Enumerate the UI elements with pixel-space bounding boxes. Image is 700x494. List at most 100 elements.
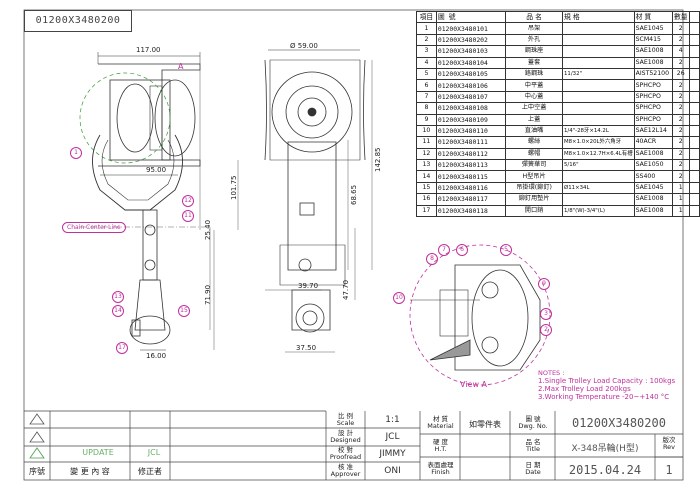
dim-37: 37.50: [296, 344, 317, 352]
bom-cell: SPHCPO: [633, 90, 673, 104]
bom-cell: 01200X3480104: [435, 56, 507, 69]
bom-cell: [561, 90, 635, 104]
bom-cell: SS400: [633, 170, 673, 183]
bom-cell: [688, 193, 700, 206]
bom-cell: 1/4"-28牙×14.2L: [561, 124, 635, 138]
dim-47: 47.70: [342, 279, 350, 300]
bom-cell: [688, 79, 700, 92]
bom-cell: SAE1008: [633, 204, 673, 218]
balloon-15: 15: [178, 305, 190, 317]
note-line-3: 3.Working Temperature -20~+140 °C: [538, 393, 670, 401]
bom-cell: 2: [671, 170, 690, 183]
bom-cell: 15: [416, 181, 437, 195]
bom-cell: 16: [416, 193, 437, 206]
rev-label-en: Rev: [662, 443, 676, 451]
approver-label-zh: 核 准: [337, 463, 354, 471]
balloon-7: 7: [438, 244, 450, 256]
dim-25: 25.40: [204, 219, 212, 240]
dim-101: 101.75: [230, 175, 238, 201]
rev-label-zh: 版次: [662, 436, 676, 444]
bom-cell: [688, 136, 700, 149]
bom-cell: 中心蓋: [505, 90, 563, 104]
bom-cell: Ø11×34L: [561, 181, 635, 195]
bom-cell: 4: [671, 45, 690, 58]
bom-cell: SAE1045: [633, 181, 673, 195]
bom-cell: [688, 102, 700, 115]
proofread-label-zh: 校 對: [337, 446, 354, 454]
bom-cell: 鋼珠座: [505, 45, 563, 58]
bom-cell: 40ACR: [633, 136, 673, 149]
bom-cell: [561, 170, 635, 183]
dim-68: 68.65: [350, 184, 358, 205]
bom-header-row: 項目 圖 號 品 名 規 格 材 質 數量: [416, 10, 700, 24]
proofread-label-en: Proofread: [329, 453, 362, 461]
bom-cell: 01200X3480116: [435, 181, 507, 195]
bom-cell: 01200X3480202: [435, 33, 507, 47]
bom-header-name: 品 名: [505, 10, 563, 24]
balloon-8: 8: [426, 253, 438, 265]
bom-cell: SAE1008: [633, 147, 673, 161]
bom-cell: 01200X3480115: [435, 170, 507, 183]
designed-value: JCL: [385, 432, 400, 442]
dim-142: 142.85: [374, 147, 382, 173]
bom-cell: 吊掛環(鉚釘): [505, 181, 563, 195]
proofread-value: JIMMY: [379, 449, 406, 459]
bom-cell: [561, 113, 635, 126]
approver-label-en: Approver: [330, 470, 361, 478]
bom-cell: 1: [671, 193, 690, 206]
bom-cell: [561, 102, 635, 115]
designed-label-en: Designed: [330, 436, 361, 444]
bom-cell: 1: [416, 22, 437, 35]
bom-cell: 4: [416, 56, 437, 69]
bom-cell: [688, 124, 700, 138]
revision-by: JCL: [147, 448, 161, 457]
bom-cell: 11: [416, 136, 437, 149]
bom-cell: SAE1008: [633, 193, 673, 206]
bom-cell: 9: [416, 113, 437, 126]
bom-cell: 3: [416, 45, 437, 58]
bom-cell: 8: [416, 102, 437, 115]
bom-header-material: 材 質: [633, 10, 673, 24]
balloon-2: 2: [540, 324, 552, 336]
bom-cell: 5/16": [561, 159, 635, 172]
bom-cell: [688, 33, 700, 47]
ht-label-zh: 硬 度: [432, 438, 449, 446]
bom-header-item: 項目: [416, 10, 437, 24]
bom-cell: SPHCPO: [633, 113, 673, 126]
bom-cell: 01200X3480106: [435, 79, 507, 92]
bom-cell: [561, 193, 635, 206]
bom-cell: SPHCPO: [633, 102, 673, 115]
bom-cell: SPHCPO: [633, 79, 673, 92]
front-view: [213, 49, 373, 353]
bom-cell: 螺絲: [505, 136, 563, 149]
bom-cell: 01200X3480113: [435, 159, 507, 172]
dim-95: 95.00: [146, 166, 167, 174]
bom-cell: 2: [671, 136, 690, 149]
note-line-1: 1.Single Trolley Load Capacity : 100kgs: [538, 377, 676, 385]
date-label-zh: 日 期: [525, 461, 541, 469]
bom-cell: [688, 90, 700, 104]
bom-cell: 01200X3480111: [435, 136, 507, 149]
bom-cell: [688, 45, 700, 58]
bom-cell: 5: [416, 67, 437, 81]
rev-header-by: 修正者: [138, 467, 162, 476]
